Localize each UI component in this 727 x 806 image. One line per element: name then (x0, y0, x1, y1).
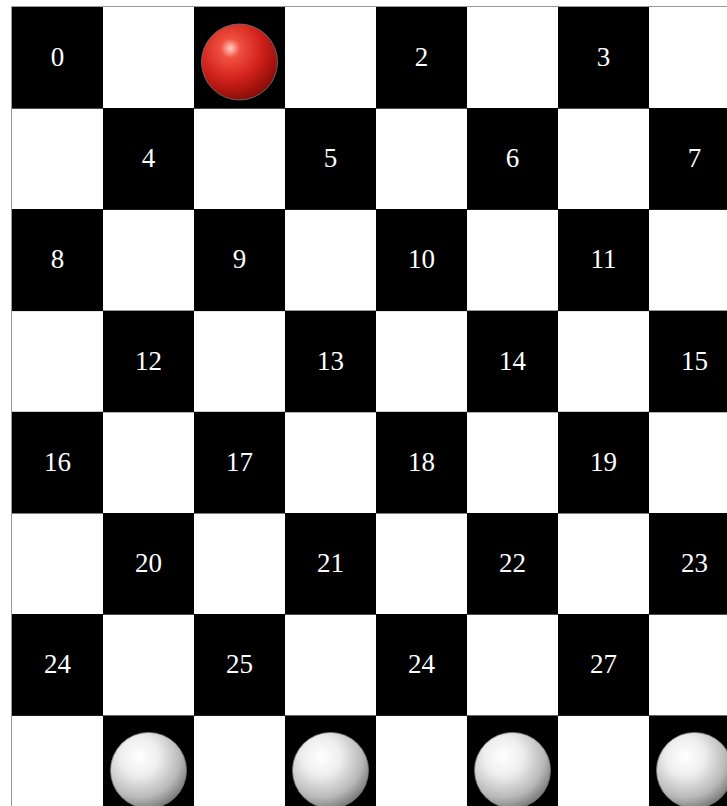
dark-square (103, 513, 194, 615)
numbered-square: 23 (649, 513, 727, 614)
dark-square (649, 311, 727, 413)
square-number: 9 (233, 246, 247, 273)
dark-square (12, 209, 103, 311)
square-number: 8 (51, 246, 65, 273)
dark-square (12, 412, 103, 514)
numbered-square: 10 (376, 209, 467, 310)
dark-square (103, 108, 194, 210)
dark-square (194, 412, 285, 514)
white-piece (657, 732, 727, 806)
square-number: 0 (51, 44, 65, 71)
numbered-square: 8 (12, 209, 103, 310)
dark-square (103, 311, 194, 413)
numbered-square: 11 (558, 209, 649, 310)
square-number: 4 (142, 145, 156, 172)
numbered-square: 22 (467, 513, 558, 614)
square-number: 27 (590, 651, 617, 678)
numbered-square: 16 (12, 412, 103, 513)
square-number: 7 (688, 145, 702, 172)
numbered-square: 13 (285, 311, 376, 412)
square-number: 19 (590, 449, 617, 476)
dark-square (558, 614, 649, 716)
dark-square (467, 513, 558, 615)
dark-square (467, 715, 558, 806)
square-number: 12 (135, 348, 162, 375)
numbered-square: 9 (194, 209, 285, 310)
square-number: 16 (44, 449, 71, 476)
dark-square (103, 715, 194, 806)
square-number: 6 (506, 145, 520, 172)
numbered-square: 7 (649, 108, 727, 209)
numbered-square: 6 (467, 108, 558, 209)
dark-square (467, 311, 558, 413)
square-number: 13 (317, 348, 344, 375)
numbered-square: 24 (376, 614, 467, 715)
dark-square (285, 513, 376, 615)
dark-squares (12, 7, 727, 806)
dark-square (558, 7, 649, 109)
white-piece (111, 732, 187, 806)
square-number: 20 (135, 550, 162, 577)
numbered-square: 25 (194, 614, 285, 715)
dark-square (285, 311, 376, 413)
dark-square (285, 715, 376, 806)
numbered-square: 0 (12, 7, 103, 108)
dark-square (467, 108, 558, 210)
dark-square (194, 7, 285, 109)
square-number: 15 (681, 348, 708, 375)
dark-square (376, 7, 467, 109)
numbered-square: 3 (558, 7, 649, 108)
square-number: 10 (408, 246, 435, 273)
dark-square (376, 209, 467, 311)
square-number: 18 (408, 449, 435, 476)
square-number: 24 (408, 651, 435, 678)
numbered-square: 15 (649, 311, 727, 412)
square-number: 14 (499, 348, 526, 375)
square-number: 24 (44, 651, 71, 678)
square-number: 11 (591, 246, 617, 273)
dark-square (376, 614, 467, 716)
numbered-square: 27 (558, 614, 649, 715)
pieces (111, 24, 727, 806)
dark-square (12, 614, 103, 716)
dark-square (558, 412, 649, 514)
numbered-square: 2 (376, 7, 467, 108)
white-piece (293, 732, 369, 806)
dark-square (194, 614, 285, 716)
numbered-square: 4 (103, 108, 194, 209)
red-piece (202, 24, 278, 100)
dark-square (12, 7, 103, 109)
square-number: 3 (597, 44, 611, 71)
square-number: 17 (226, 449, 253, 476)
dark-square (194, 209, 285, 311)
numbered-square: 20 (103, 513, 194, 614)
numbered-square: 17 (194, 412, 285, 513)
square-number: 2 (415, 44, 429, 71)
numbered-square: 24 (12, 614, 103, 715)
numbered-square: 12 (103, 311, 194, 412)
dark-square (285, 108, 376, 210)
square-number: 21 (317, 550, 344, 577)
numbered-square: 21 (285, 513, 376, 614)
numbered-square: 14 (467, 311, 558, 412)
dark-square (558, 209, 649, 311)
dark-square (649, 715, 727, 806)
dark-square (649, 513, 727, 615)
white-piece (475, 732, 551, 806)
numbered-square: 5 (285, 108, 376, 209)
square-number: 25 (226, 651, 253, 678)
dark-square (376, 412, 467, 514)
numbered-square: 19 (558, 412, 649, 513)
numbered-square: 18 (376, 412, 467, 513)
square-number: 22 (499, 550, 526, 577)
dark-square (649, 108, 727, 210)
square-number: 23 (681, 550, 708, 577)
square-number: 5 (324, 145, 338, 172)
